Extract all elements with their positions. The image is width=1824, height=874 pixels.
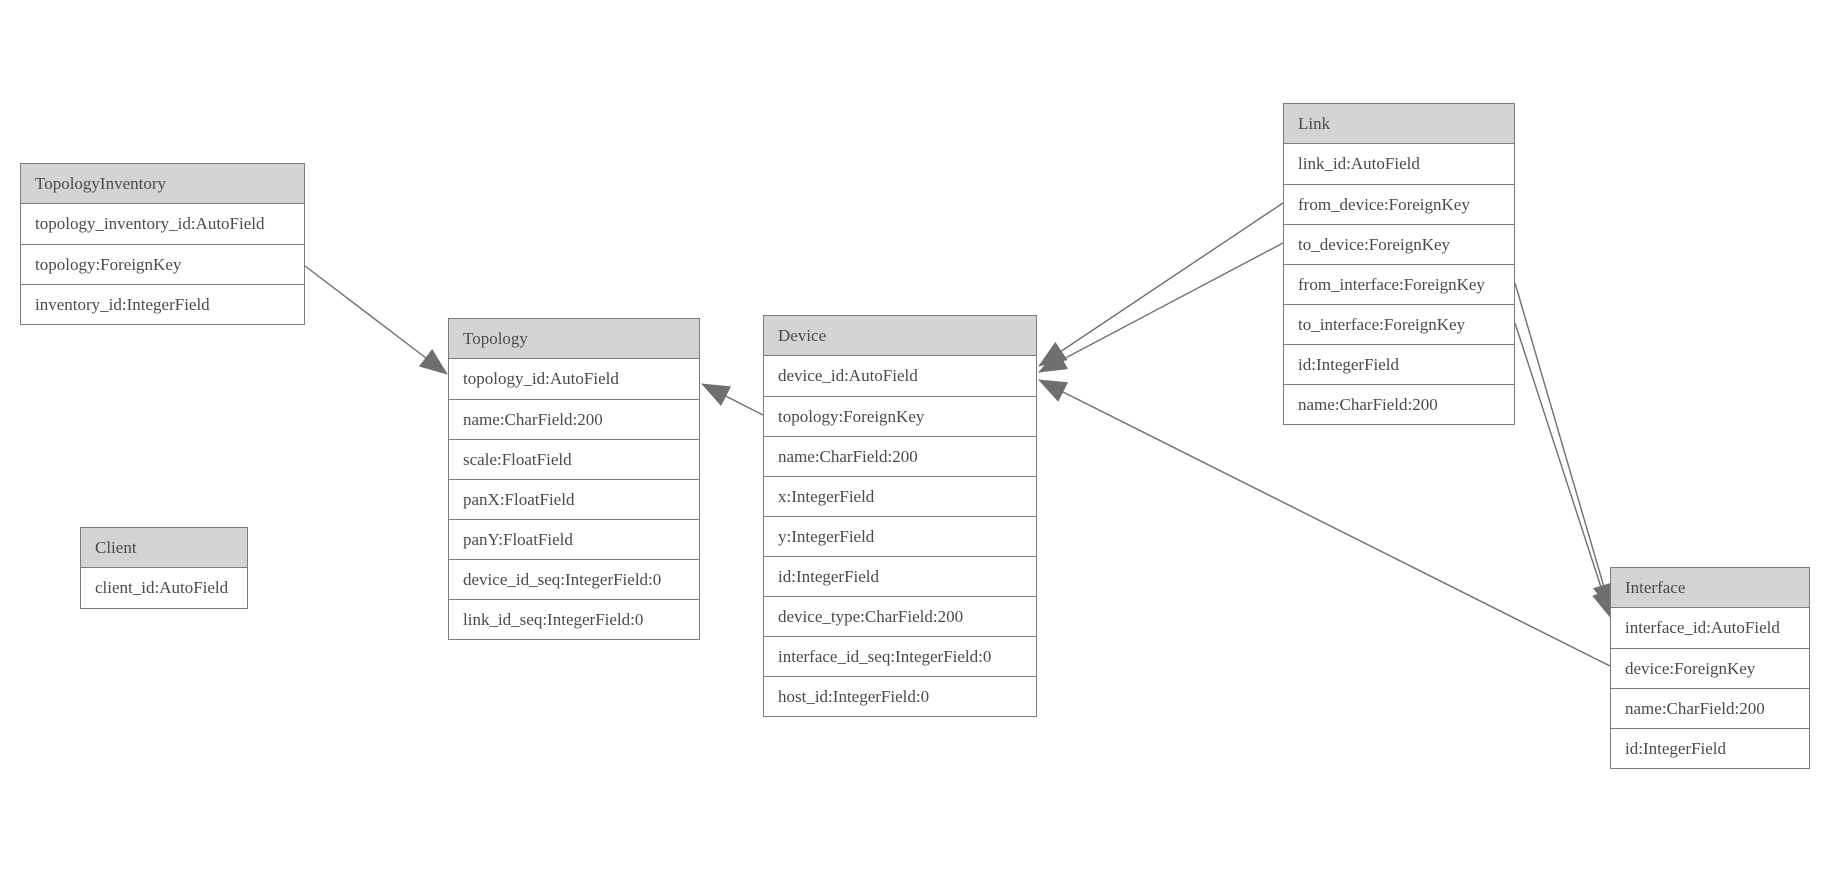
entity-title: Topology (449, 319, 699, 359)
field-row: id:IntegerField (764, 556, 1036, 596)
field-row: topology_id:AutoField (449, 359, 699, 399)
field-row: link_id_seq:IntegerField:0 (449, 599, 699, 639)
field-row: x:IntegerField (764, 476, 1036, 516)
field-row: panX:FloatField (449, 479, 699, 519)
field-row: interface_id_seq:IntegerField:0 (764, 636, 1036, 676)
field-row: to_interface:ForeignKey (1284, 304, 1514, 344)
entity-title: Client (81, 528, 247, 568)
entity-title: Interface (1611, 568, 1809, 608)
field-row: device_id:AutoField (764, 356, 1036, 396)
field-row: link_id:AutoField (1284, 144, 1514, 184)
edge-link-to_interface-interface (1514, 322, 1614, 619)
edge-link-from_device-device (1038, 202, 1284, 367)
edge-topologyinventory-topology (304, 265, 448, 375)
field-row: id:IntegerField (1284, 344, 1514, 384)
field-row: from_device:ForeignKey (1284, 184, 1514, 224)
field-row: y:IntegerField (764, 516, 1036, 556)
field-row: to_device:ForeignKey (1284, 224, 1514, 264)
field-row: topology:ForeignKey (764, 396, 1036, 436)
field-row: topology_inventory_id:AutoField (21, 204, 304, 244)
edge-link-to_device-device (1038, 242, 1284, 373)
edge-link-from_interface-interface (1514, 282, 1614, 612)
entity-title: TopologyInventory (21, 164, 304, 204)
field-row: device:ForeignKey (1611, 648, 1809, 688)
entity-title: Device (764, 316, 1036, 356)
field-row: client_id:AutoField (81, 568, 247, 608)
field-row: host_id:IntegerField:0 (764, 676, 1036, 716)
field-row: name:CharField:200 (1284, 384, 1514, 424)
field-row: name:CharField:200 (764, 436, 1036, 476)
field-row: id:IntegerField (1611, 728, 1809, 768)
field-row: inventory_id:IntegerField (21, 284, 304, 324)
field-row: name:CharField:200 (1611, 688, 1809, 728)
entity-title: Link (1284, 104, 1514, 144)
field-row: topology:ForeignKey (21, 244, 304, 284)
field-row: device_type:CharField:200 (764, 596, 1036, 636)
field-row: device_id_seq:IntegerField:0 (449, 559, 699, 599)
field-row: name:CharField:200 (449, 399, 699, 439)
field-row: from_interface:ForeignKey (1284, 264, 1514, 304)
field-row: interface_id:AutoField (1611, 608, 1809, 648)
field-row: panY:FloatField (449, 519, 699, 559)
field-row: scale:FloatField (449, 439, 699, 479)
edge-device-topology (701, 383, 764, 416)
